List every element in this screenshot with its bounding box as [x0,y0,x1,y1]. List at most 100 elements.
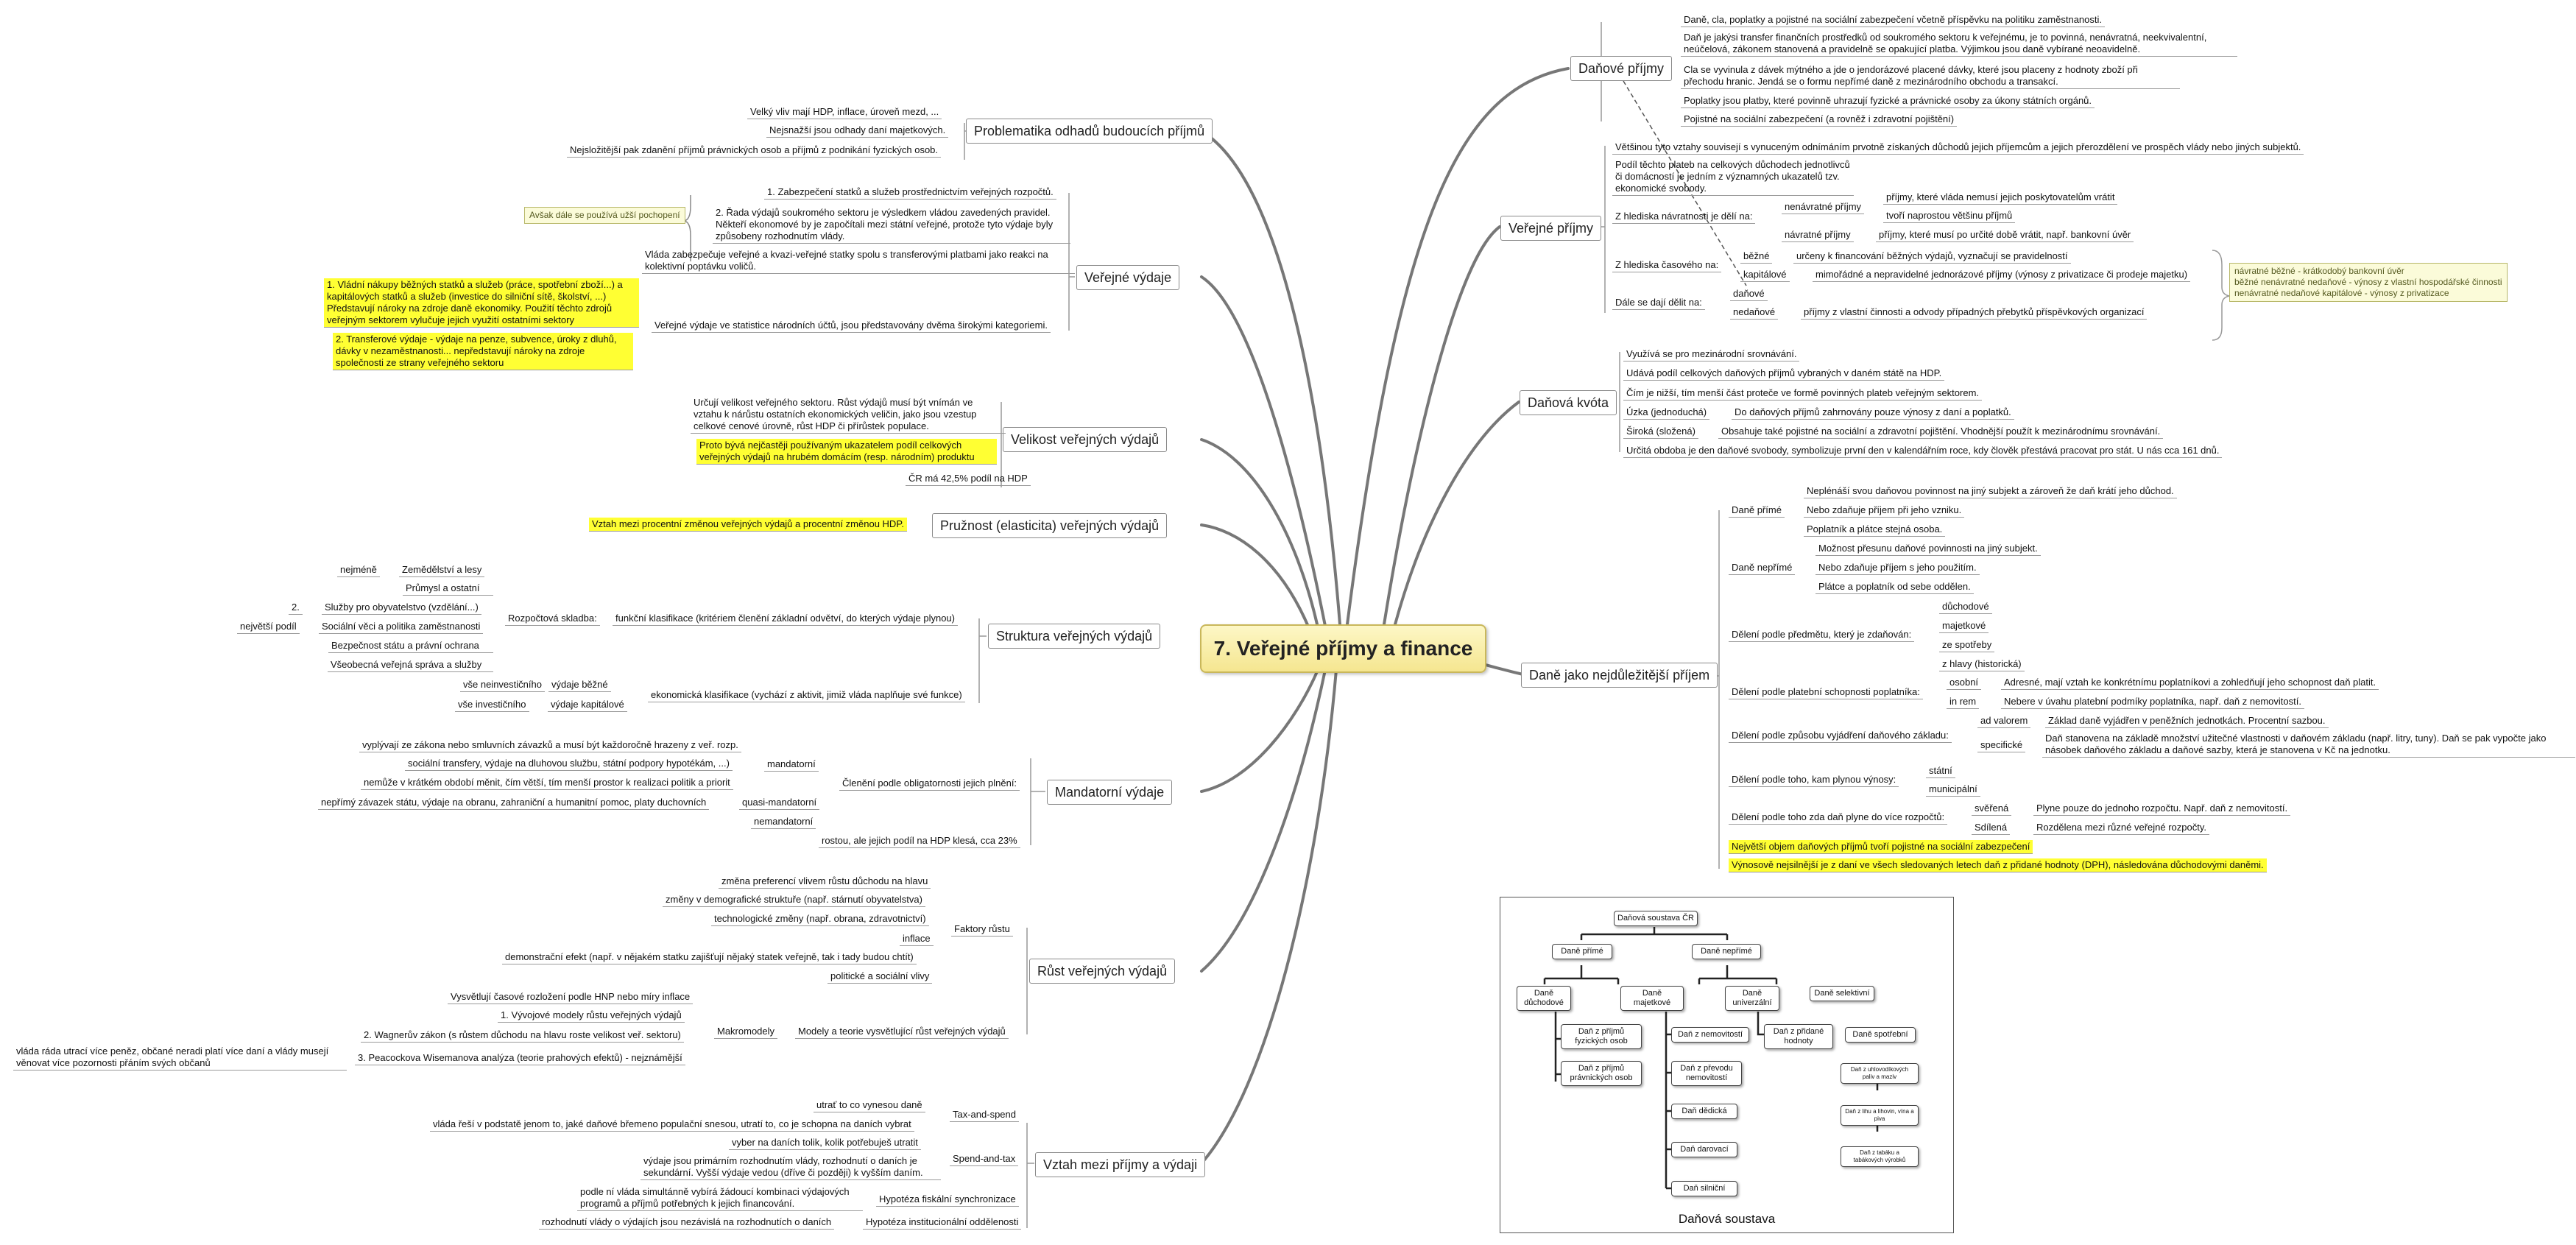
leaf-text: funkční klasifikace (kritériem členění z… [613,612,958,626]
leaf-text: Nejsnažší jsou odhady daní majetkových. [766,124,949,138]
leaf-text: vše investičního [455,698,529,712]
leaf-text: kapitálové [1740,268,1790,282]
leaf-text: nenávratné příjmy [1782,200,1865,214]
branch-verejne-vydaje[interactable]: Veřejné výdaje [1076,265,1180,290]
branch-velikost[interactable]: Velikost veřejných výdajů [1003,427,1168,452]
leaf-text: municipální [1926,783,1980,797]
leaf-text: Určitá obdoba je den daňové svobody, sym… [1623,444,2223,458]
branch-danove-prijmy[interactable]: Daňové příjmy [1570,56,1673,81]
leaf-text: Hypotéza fiskální synchronizace [876,1193,1019,1207]
diagram-node: Daně nepřímé [1692,944,1761,959]
leaf-text: Průmysl a ostatní [403,582,493,596]
branch-struktura[interactable]: Struktura veřejných výdajů [988,624,1161,649]
leaf-text: příjmy, které vláda nemusí jejich poskyt… [1883,191,2118,205]
diagram-node: Daň z uhlovodíkových paliv a maziv [1841,1063,1919,1084]
leaf-text: výdaje kapitálové [548,698,627,712]
leaf-text: Plyne pouze do jednoho rozpočtu. Např. d… [2033,802,2291,816]
branch-rust[interactable]: Růst veřejných výdajů [1029,959,1176,984]
diagram-node: Daň z převodu nemovitostí [1671,1061,1742,1086]
leaf-text: vyplývají ze zákona nebo smluvních závaz… [359,738,741,752]
leaf-text: Plátce a poplatník od sebe oddělen. [1815,580,1974,594]
leaf-text: Faktory růstu [951,923,1013,937]
leaf-text: státní [1926,764,1955,778]
leaf-text: Dělení podle toho zda daň plyne do více … [1729,811,1948,825]
leaf-text: Vláda zabezpečuje veřejné a kvazi-veřejn… [642,248,1075,274]
leaf-text: 3. Peacockova Wisemanova analýza (teorie… [355,1051,685,1065]
leaf-text: Dělení podle předmětu, který je zdaňován… [1729,628,1915,642]
leaf-text: z hlavy (historická) [1939,657,2025,671]
leaf-text: příjmy, které musí po určité době vrátit… [1876,228,2134,242]
leaf-text: Z hlediska návratnosti je dělí na: [1612,210,1756,224]
diagram-node: Daň darovací [1671,1142,1737,1157]
leaf-text: největší podíl [237,620,300,634]
diagram-node: Daně selektivní [1810,986,1874,1001]
leaf-text: Obsahuje také pojistné na sociální a zdr… [1718,425,2164,439]
branch-problematika[interactable]: Problematika odhadů budoucích příjmů [966,119,1213,144]
leaf-text: Hypotéza institucionální oddělenosti [863,1216,1022,1230]
leaf-text: Cla se vyvinula z dávek mýtného a jde o … [1681,63,2180,89]
leaf-text: in rem [1947,695,1980,709]
leaf-text: návratné příjmy [1782,228,1854,242]
diagram-node: Daně majetkové [1620,986,1684,1011]
leaf-text: Modely a teorie vysvětlující růst veřejn… [795,1025,1009,1039]
diagram-node: Daň dědická [1671,1104,1737,1119]
branch-mandatorni[interactable]: Mandatorní výdaje [1047,780,1173,805]
branch-verejne-prijmy[interactable]: Veřejné příjmy [1500,216,1602,241]
highlight-text: 2. Transferové výdaje - výdaje na penze,… [333,333,633,370]
leaf-text: nepřímý závazek státu, výdaje na obranu,… [318,796,710,810]
leaf-text: Vysvětlují časové rozložení podle HNP ne… [448,990,694,1004]
diagram-node: Daň z příjmů fyzických osob [1561,1024,1642,1049]
leaf-text: Podíl těchto plateb na celkových důchode… [1612,158,1854,196]
leaf-text: Většinou tyto vztahy souvisejí s vynucen… [1612,141,2304,155]
branch-dane[interactable]: Daně jako nejdůležitější příjem [1521,663,1718,688]
leaf-text: Makromodely [714,1025,778,1039]
leaf-text: Daně, cla, poplatky a pojistné na sociál… [1681,13,2106,27]
leaf-text: Adresné, mají vztah ke konkrétnímu popla… [2001,676,2379,690]
highlight-text: Vztah mezi procentní změnou veřejných vý… [589,518,907,532]
leaf-text: ad valorem [1977,714,2031,728]
leaf-text: Nebo zdaňuje příjem při jeho vzniku. [1804,504,1965,518]
leaf-text: nemandatorní [751,815,816,829]
leaf-text: Dělení podle platební schopnosti poplatn… [1729,685,1923,699]
leaf-text: Nejsložitější pak zdanění příjmů právnic… [567,144,942,158]
highlight-text: Výnosově nejsilnější je z daní ve všech … [1729,858,2267,872]
leaf-text: Sociální věci a politika zaměstnanosti [319,620,484,634]
diagram-node: Daň z příjmů právnických osob [1561,1061,1642,1086]
leaf-text: Členění podle obligatornosti jejich plně… [839,777,1020,791]
leaf-text: podle ní vláda simultánně vybírá žádoucí… [577,1185,863,1211]
leaf-text: Bezpečnost státu a právní ochrana [328,639,493,653]
leaf-text: vláda ráda utrací více peněz, občané ner… [13,1045,347,1071]
branch-pruznost[interactable]: Pružnost (elasticita) veřejných výdajů [932,513,1168,538]
highlight-text: Největší objem daňových příjmů tvoří poj… [1729,840,2033,854]
leaf-text: změny v demografické struktuře (např. st… [663,893,925,907]
leaf-text: 1. Vývojové modely růstu veřejných výdaj… [498,1009,685,1023]
leaf-text: Neplénáší svou daňovou povinnost na jiný… [1804,484,2177,498]
leaf-text: politické a sociální vlivy [828,970,933,984]
leaf-text: Daně přímé [1729,504,1785,518]
diagram-node: Daně přímé [1552,944,1612,959]
leaf-text: Dělení podle způsobu vyjádření daňového … [1729,729,1952,743]
leaf-text: Sdílená [1972,821,2011,835]
leaf-text: tvoří naprostou většinu příjmů [1883,209,2016,223]
leaf-text: změna preferencí vlivem růstu důchodu na… [719,875,931,889]
leaf-text: výdaje jsou primárním rozhodnutím vlády,… [641,1154,941,1180]
leaf-text: Rozdělena mezi různé veřejné rozpočty. [2033,821,2209,835]
leaf-text: ČR má 42,5% podíl na HDP [906,472,1031,486]
leaf-text: Široká (složená) [1623,425,1698,439]
leaf-text: Daň je jakýsi transfer finančních prostř… [1681,31,2237,57]
diagram-node: Daň z tabáku a tabákových výrobků [1841,1146,1919,1167]
leaf-text: důchodové [1939,600,1992,614]
leaf-text: ekonomická klasifikace (vychází z aktivi… [648,688,965,702]
highlight-text: 1. Vládní nákupy běžných statků a služeb… [324,278,639,328]
leaf-text: daňové [1730,287,1768,301]
leaf-text: Veřejné výdaje ve statistice národních ú… [652,319,1051,333]
branch-vztah[interactable]: Vztah mezi příjmy a výdaji [1035,1152,1206,1177]
leaf-text: majetkové [1939,619,1989,633]
leaf-text: 1. Zabezpečení statků a služeb prostředn… [764,186,1056,200]
leaf-text: Daně nepřímé [1729,561,1796,575]
leaf-text: Udává podíl celkových daňových příjmů vy… [1623,367,1945,381]
leaf-text: Úzka (jednoduchá) [1623,406,1710,420]
leaf-text: osobní [1947,676,1982,690]
central-topic[interactable]: 7. Veřejné příjmy a finance [1200,624,1486,673]
branch-danova-kvota[interactable]: Daňová kvóta [1520,390,1617,415]
